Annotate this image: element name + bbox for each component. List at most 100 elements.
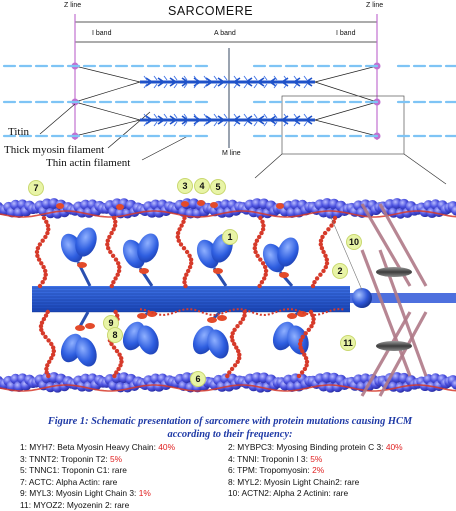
myosin-head-tick bbox=[254, 76, 257, 80]
titin-bead bbox=[187, 254, 191, 258]
titin-bead bbox=[324, 265, 328, 269]
troponin-complex bbox=[116, 204, 124, 210]
titin-bead bbox=[307, 328, 311, 332]
light-chain bbox=[279, 272, 289, 278]
myosin-head-tick bbox=[174, 84, 177, 88]
titin-bead bbox=[112, 374, 116, 378]
myosin-head-tick bbox=[294, 76, 297, 80]
titin-bead bbox=[333, 216, 337, 220]
titin-bead bbox=[107, 235, 111, 239]
thick-filament-bundle bbox=[32, 286, 456, 312]
troponin-complex bbox=[276, 203, 284, 209]
titin-bead bbox=[36, 246, 40, 250]
myosin-head-tick bbox=[264, 76, 267, 80]
titin-bead bbox=[110, 284, 114, 288]
titin-bead bbox=[297, 374, 301, 378]
myosin-head-tick bbox=[234, 122, 237, 126]
sarcomere-title: SARCOMERE bbox=[168, 4, 253, 18]
titin-bead bbox=[318, 273, 322, 277]
legend-item: 9: MYL3: Myosin Light Chain 3: 1% bbox=[20, 488, 228, 500]
titin-bead bbox=[262, 276, 266, 280]
titin-bead bbox=[255, 254, 259, 258]
titin-bead bbox=[264, 269, 268, 273]
legend-item: 3: TNNT2: Troponin T2: 5% bbox=[20, 454, 228, 466]
titin-chain bbox=[311, 216, 337, 288]
titin-bead bbox=[257, 284, 261, 288]
light-chain bbox=[213, 268, 223, 274]
myosin-head-tick bbox=[244, 76, 247, 80]
titin-bead bbox=[183, 284, 187, 288]
marker-8: 8 bbox=[107, 327, 123, 343]
titin-chain bbox=[35, 216, 51, 288]
titin-bead bbox=[186, 269, 190, 273]
myosin-head-tick bbox=[234, 114, 237, 118]
light-chain bbox=[139, 268, 149, 274]
myosin-head-tick bbox=[304, 84, 307, 88]
titin-bead bbox=[253, 250, 257, 254]
titin-bead bbox=[42, 216, 46, 220]
titin-bead bbox=[109, 231, 113, 235]
titin-bead bbox=[112, 345, 116, 349]
z-line-right-label: Z line bbox=[366, 2, 383, 9]
caption-line-2: according to their frequency: bbox=[40, 428, 420, 441]
myosin-head-tick bbox=[254, 84, 257, 88]
mutation-legend: 1: MYH7: Beta Myosin Heavy Chain: 40% 2:… bbox=[20, 442, 450, 511]
titin-bead bbox=[311, 284, 315, 288]
titin-bead bbox=[38, 284, 42, 288]
titin-bead bbox=[325, 261, 329, 265]
titin-bead bbox=[182, 216, 186, 220]
troponin-complex bbox=[56, 203, 64, 209]
legend-item: 6: TPM: Tropomyosin: 2% bbox=[228, 465, 450, 477]
titin-bead bbox=[43, 335, 47, 339]
titin-bead bbox=[261, 227, 265, 231]
myosin-head-tick bbox=[214, 76, 217, 80]
myosin-head-lower bbox=[189, 312, 233, 362]
titin-bead bbox=[41, 239, 45, 243]
z-disc-plate bbox=[376, 267, 412, 277]
titin-bead bbox=[179, 223, 183, 227]
myosin-head-tick bbox=[254, 114, 257, 118]
titin-bead bbox=[181, 220, 185, 224]
titin-bead bbox=[304, 331, 308, 335]
titin-bead bbox=[238, 321, 242, 325]
titin-bead bbox=[236, 360, 240, 364]
light-chain bbox=[137, 313, 147, 319]
myosin-head-tick bbox=[304, 114, 307, 118]
titin-bead bbox=[230, 367, 234, 371]
myosin-head-tick bbox=[304, 122, 307, 126]
myosin-head-tick bbox=[214, 122, 217, 126]
myosin-head-tick bbox=[244, 122, 247, 126]
titin-bead bbox=[43, 269, 47, 273]
titin-bead bbox=[260, 220, 264, 224]
titin-bead bbox=[321, 269, 325, 273]
titin-bead bbox=[182, 280, 186, 284]
titin-bead bbox=[44, 220, 48, 224]
titin-bead bbox=[111, 254, 115, 258]
titin-bead bbox=[259, 231, 263, 235]
myosin-head-tick bbox=[264, 114, 267, 118]
titin-bead bbox=[225, 374, 229, 378]
myosin-head-tick bbox=[294, 122, 297, 126]
marker-3: 3 bbox=[177, 178, 193, 194]
titin-bead bbox=[117, 269, 121, 273]
light-chain bbox=[217, 315, 227, 321]
myosin-head-tick bbox=[244, 114, 247, 118]
titin-bead bbox=[37, 257, 41, 261]
titin-bead bbox=[106, 246, 110, 250]
myosin-head-tick bbox=[224, 114, 227, 118]
titin-bead bbox=[303, 367, 307, 371]
titin-bead bbox=[116, 273, 120, 277]
titin-bead bbox=[323, 231, 327, 235]
myosin-head-tick bbox=[224, 122, 227, 126]
legend-item: 7: ACTC: Alpha Actin: rare bbox=[20, 477, 228, 489]
titin-bead bbox=[35, 254, 39, 258]
titin-bead bbox=[320, 235, 324, 239]
marker-1: 1 bbox=[222, 229, 238, 245]
titin-bead bbox=[41, 331, 45, 335]
marker-11: 11 bbox=[340, 335, 356, 351]
titin-bead bbox=[258, 257, 262, 261]
light-chain bbox=[75, 325, 85, 331]
titin-bead bbox=[43, 235, 47, 239]
titin-bead bbox=[253, 242, 257, 246]
titin-bead bbox=[257, 235, 261, 239]
